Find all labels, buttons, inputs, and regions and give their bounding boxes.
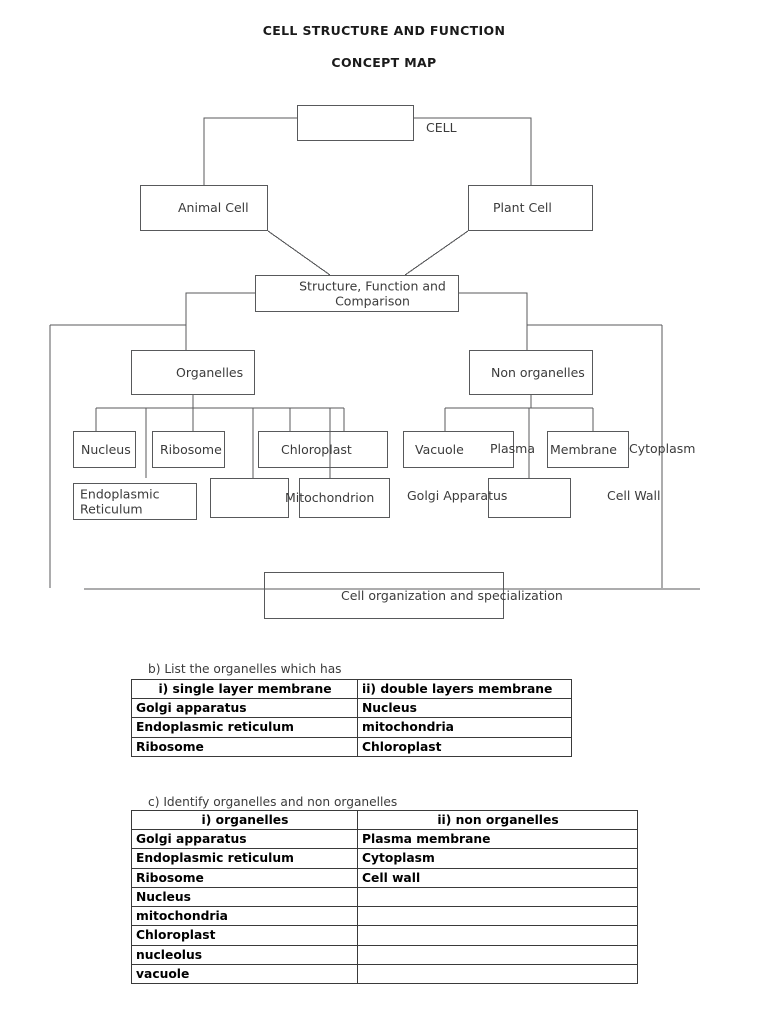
page-subtitle: CONCEPT MAP	[331, 55, 437, 70]
table-header-cell: i) single layer membrane	[131, 678, 358, 700]
node-structure-function-comparison[interactable]: Structure, Function and Comparison	[255, 275, 459, 312]
node-label: Non organelles	[491, 364, 585, 380]
table-cell[interactable]: Chloroplast	[357, 736, 572, 757]
table-cell[interactable]: nucleolus	[131, 944, 358, 965]
table-header-cell: i) organelles	[131, 809, 358, 831]
table-row[interactable]: Ribosome Cell wall	[131, 867, 638, 888]
node-label: Structure, Function and Comparison	[299, 277, 446, 309]
node-animal-cell[interactable]: Animal Cell	[140, 185, 268, 231]
table-cell[interactable]	[357, 944, 638, 965]
node-label: Endoplasmic Reticulum	[80, 485, 160, 517]
label-cytoplasm: Cytoplasm	[629, 441, 696, 456]
node-non-organelles[interactable]: Non organelles	[469, 350, 593, 395]
table-row[interactable]: Endoplasmic reticulum mitochondria	[131, 717, 572, 738]
table-header-row: i) single layer membrane ii) double laye…	[131, 678, 572, 700]
label-cell-wall: Cell Wall	[607, 488, 661, 503]
node-label: Animal Cell	[178, 200, 249, 216]
node-label: Membrane	[550, 441, 617, 457]
concept-map-diagram: Animal Cell Plant Cell Structure, Functi…	[49, 105, 700, 619]
label-plasma: Plasma	[490, 441, 536, 456]
node-chloroplast[interactable]: Chloroplast	[258, 431, 388, 468]
table-row[interactable]: Chloroplast	[131, 925, 638, 946]
connector-lines	[49, 117, 700, 590]
question-c-label: c) Identify organelles and non organelle…	[148, 795, 398, 809]
table-cell[interactable]	[357, 925, 638, 946]
table-row[interactable]: mitochondria	[131, 906, 638, 927]
table-header-cell: ii) non organelles	[357, 809, 638, 831]
table-cell[interactable]: Nucleus	[357, 698, 572, 719]
label-cell: CELL	[426, 120, 457, 135]
table-cell[interactable]: Ribosome	[131, 736, 358, 757]
table-header-cell: ii) double layers membrane	[357, 678, 572, 700]
table-cell[interactable]: Plasma membrane	[357, 829, 638, 850]
table-header-row: i) organelles ii) non organelles	[131, 809, 638, 831]
table-cell[interactable]: mitochondria	[131, 906, 358, 927]
node-label: Ribosome	[160, 441, 222, 457]
table-cell[interactable]: Endoplasmic reticulum	[131, 848, 358, 869]
table-row[interactable]: Golgi apparatus Plasma membrane	[131, 829, 638, 850]
question-b-label: b) List the organelles which has	[148, 662, 342, 676]
page-title: CELL STRUCTURE AND FUNCTION	[262, 23, 506, 38]
table-cell[interactable]: Cell wall	[357, 867, 638, 888]
node-golgi-apparatus-box[interactable]	[488, 478, 571, 518]
label-golgi-apparatus: Golgi Apparatus	[407, 488, 508, 503]
table-cell[interactable]: mitochondria	[357, 717, 572, 738]
table-row[interactable]: Nucleus	[131, 886, 638, 908]
table-cell[interactable]	[357, 886, 638, 908]
node-organelles[interactable]: Organelles	[131, 350, 255, 395]
table-cell[interactable]: Endoplasmic reticulum	[131, 717, 358, 738]
table-row[interactable]: Golgi apparatus Nucleus	[131, 698, 572, 719]
table-cell[interactable]: Chloroplast	[131, 925, 358, 946]
table-row[interactable]: vacuole	[131, 963, 638, 984]
node-plant-cell[interactable]: Plant Cell	[468, 185, 593, 231]
node-nucleus[interactable]: Nucleus	[73, 431, 136, 468]
node-label: Organelles	[176, 364, 244, 380]
node-label: Cell organization and specialization	[341, 587, 563, 603]
node-vacuole[interactable]: Vacuole	[403, 431, 514, 468]
table-cell[interactable]: Nucleus	[131, 886, 358, 908]
node-cell-organization[interactable]: Cell organization and specialization	[264, 572, 563, 619]
node-cell-root[interactable]	[297, 105, 414, 141]
table-cell[interactable]: Golgi apparatus	[131, 829, 358, 850]
table-cell[interactable]: Cytoplasm	[357, 848, 638, 869]
table-row[interactable]: Endoplasmic reticulum Cytoplasm	[131, 848, 638, 869]
node-mitochondrion-left-box[interactable]	[210, 478, 289, 518]
table-cell[interactable]: Golgi apparatus	[131, 698, 358, 719]
table-cell[interactable]: Ribosome	[131, 867, 358, 888]
node-mitochondrion[interactable]: Mitochondrion	[285, 478, 390, 518]
table-question-b[interactable]: i) single layer membrane ii) double laye…	[131, 678, 572, 757]
node-label: Vacuole	[415, 441, 464, 457]
table-cell[interactable]	[357, 906, 638, 927]
node-membrane[interactable]: Membrane	[547, 431, 629, 468]
table-question-c[interactable]: i) organelles ii) non organelles Golgi a…	[131, 809, 638, 984]
table-cell[interactable]: vacuole	[131, 963, 358, 984]
node-label: Chloroplast	[281, 441, 352, 457]
node-label: Mitochondrion	[285, 490, 375, 506]
table-cell[interactable]	[357, 963, 638, 984]
node-label: Nucleus	[81, 441, 131, 457]
node-label: Plant Cell	[493, 200, 552, 216]
node-ribosome[interactable]: Ribosome	[152, 431, 225, 468]
table-row[interactable]: Ribosome Chloroplast	[131, 736, 572, 757]
node-endoplasmic-reticulum[interactable]: Endoplasmic Reticulum	[73, 483, 197, 520]
table-row[interactable]: nucleolus	[131, 944, 638, 965]
